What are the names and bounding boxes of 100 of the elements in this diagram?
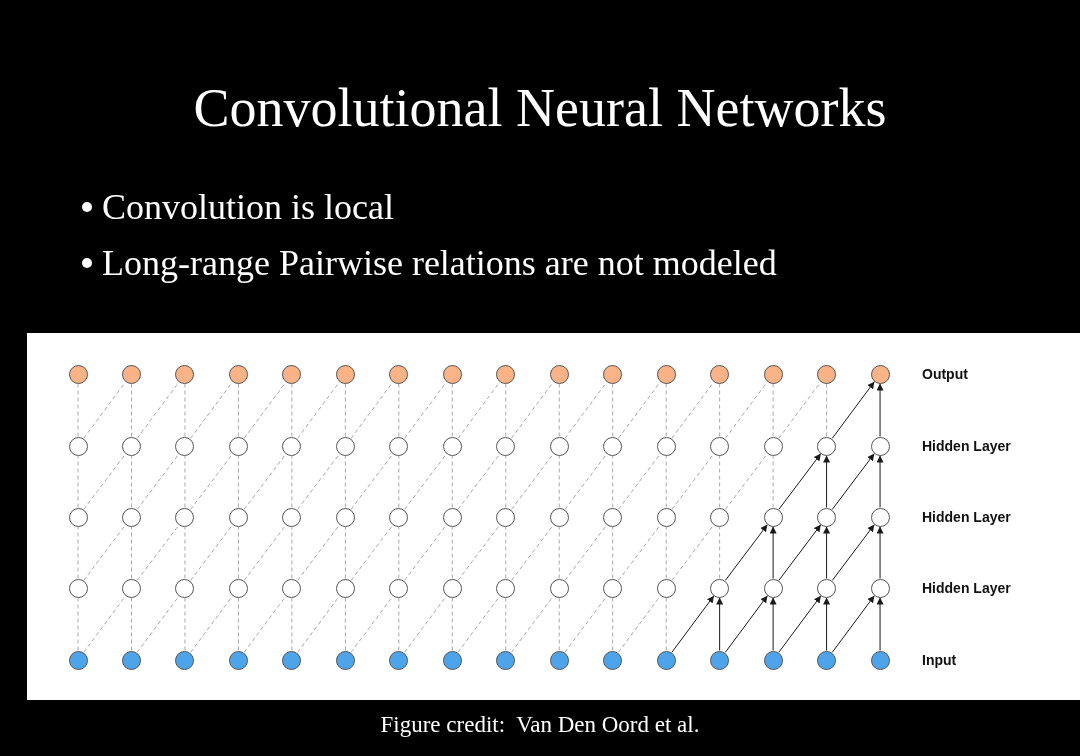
neuron-circle — [656, 364, 676, 384]
neuron-circle — [389, 364, 409, 384]
connection-line — [558, 455, 560, 508]
connection-line — [505, 597, 507, 651]
connection-line — [671, 381, 715, 439]
connection-line — [505, 383, 507, 437]
connection-line — [457, 381, 501, 439]
connection-line — [291, 597, 293, 651]
neuron-circle — [817, 578, 837, 598]
connection-line — [398, 455, 400, 508]
neuron-circle — [763, 436, 783, 456]
neuron-circle — [335, 364, 355, 384]
connection-line — [237, 383, 239, 437]
neuron-circle — [175, 364, 195, 384]
connection-line — [719, 455, 721, 508]
connection-line — [297, 453, 341, 510]
neuron-circle — [763, 578, 783, 598]
connection-line — [457, 595, 501, 653]
connection-line — [617, 524, 661, 581]
connection-line — [291, 383, 293, 437]
neuron-circle — [710, 436, 730, 456]
layer-label: Hidden Layer — [922, 580, 1011, 596]
connection-line — [404, 524, 448, 581]
arrow — [876, 455, 884, 508]
connection-line — [136, 524, 180, 581]
neuron-circle — [496, 507, 516, 527]
connection-line — [564, 453, 608, 510]
connection-line — [237, 597, 239, 651]
connection-line — [350, 381, 394, 439]
neuron-circle — [763, 650, 783, 670]
connection-line — [291, 455, 293, 508]
connection-line — [344, 455, 346, 508]
layer-label: Hidden Layer — [922, 438, 1011, 454]
connection-line — [612, 597, 614, 651]
neuron-circle — [710, 507, 730, 527]
neuron-circle — [442, 364, 462, 384]
connection-line — [184, 383, 186, 437]
connection-line — [564, 381, 608, 439]
neuron-circle — [549, 436, 569, 456]
connection-line — [671, 524, 715, 581]
neuron-circle — [656, 578, 676, 598]
arrow — [876, 383, 884, 437]
connection-line — [184, 455, 186, 508]
connection-line — [350, 595, 394, 653]
connection-line — [83, 453, 127, 510]
neuron-circle — [817, 436, 837, 456]
connection-line — [190, 453, 234, 510]
neuron-circle — [282, 578, 302, 598]
neuron-circle — [68, 507, 88, 527]
neuron-circle — [763, 507, 783, 527]
connection-line — [398, 597, 400, 651]
neuron-circle — [710, 364, 730, 384]
connection-line — [130, 383, 132, 437]
connection-line — [136, 453, 180, 510]
neuron-circle — [442, 578, 462, 598]
neuron-circle — [442, 436, 462, 456]
connection-line — [398, 383, 400, 437]
connection-line — [404, 453, 448, 510]
neuron-circle — [656, 507, 676, 527]
connection-line — [457, 453, 501, 510]
connection-line — [243, 524, 287, 581]
neuron-circle — [817, 650, 837, 670]
neuron-circle — [549, 578, 569, 598]
arrow — [724, 524, 768, 581]
connection-line — [136, 595, 180, 653]
neuron-circle — [763, 364, 783, 384]
arrow — [671, 595, 715, 653]
neuron-circle — [175, 578, 195, 598]
connection-line — [612, 526, 614, 579]
neuron-circle — [817, 507, 837, 527]
connection-line — [291, 526, 293, 579]
connection-line — [612, 383, 614, 437]
neuron-circle — [175, 507, 195, 527]
neuron-circle — [656, 436, 676, 456]
layer-label: Output — [922, 366, 968, 382]
neuron-circle — [121, 364, 141, 384]
connection-line — [77, 383, 79, 437]
neuron-circle — [335, 507, 355, 527]
connection-line — [243, 381, 287, 439]
neuron-circle — [389, 578, 409, 598]
neuron-circle — [603, 436, 623, 456]
arrow — [831, 381, 875, 439]
neuron-circle — [656, 650, 676, 670]
arrow — [778, 453, 822, 510]
neuron-circle — [389, 650, 409, 670]
neuron-circle — [442, 650, 462, 670]
neuron-circle — [549, 364, 569, 384]
neuron-circle — [335, 650, 355, 670]
connection-line — [772, 455, 774, 508]
connection-line — [184, 597, 186, 651]
neuron-circle — [228, 364, 248, 384]
connection-line — [243, 453, 287, 510]
neuron-circle — [496, 364, 516, 384]
connection-line — [451, 597, 453, 651]
connection-line — [297, 524, 341, 581]
connection-line — [564, 524, 608, 581]
connection-line — [558, 597, 560, 651]
connection-line — [190, 524, 234, 581]
connection-line — [350, 453, 394, 510]
connection-line — [130, 597, 132, 651]
